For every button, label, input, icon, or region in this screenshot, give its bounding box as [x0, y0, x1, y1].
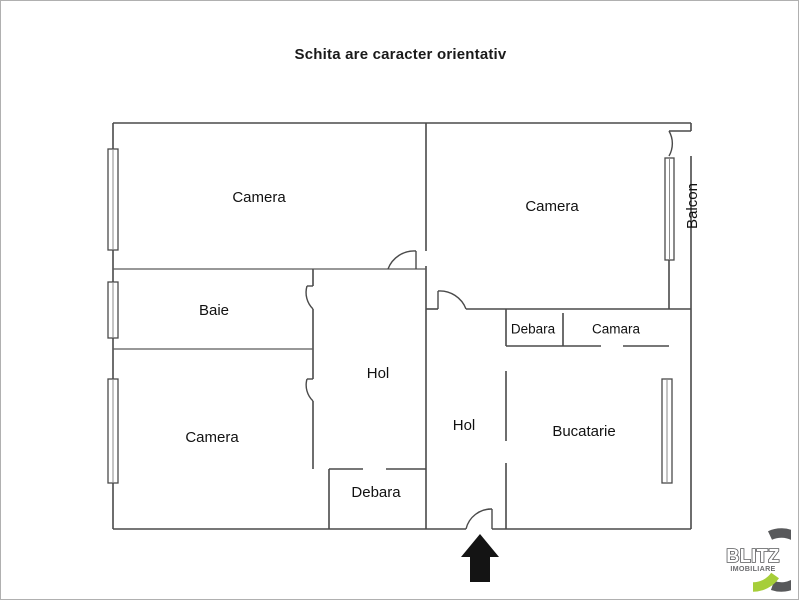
- room-label-baie: Baie: [199, 302, 229, 319]
- right-block-walls: [426, 308, 669, 529]
- window-camera-top-left: [107, 148, 119, 251]
- entrance-arrow: [461, 534, 499, 582]
- room-label-camera-bottom-left: Camera: [185, 429, 239, 446]
- balcon-window: [664, 157, 675, 261]
- left-block-walls: [113, 268, 426, 529]
- room-label-hol-lower: Hol: [453, 417, 476, 434]
- entrance-door: [465, 508, 493, 530]
- logo-subtitle-text: IMOBILIARE: [730, 564, 775, 573]
- room-label-debara-lower: Debara: [351, 484, 401, 501]
- room-label-camera-top-left: Camera: [232, 189, 286, 206]
- page-title: Schita are caracter orientativ: [294, 46, 507, 63]
- door-camera-bottom-left: [305, 378, 314, 402]
- window-bucatarie: [661, 378, 673, 484]
- room-label-camera-top-right: Camera: [525, 198, 579, 215]
- room-label-camara: Camara: [592, 322, 641, 337]
- door-baie: [305, 285, 314, 310]
- blitz-imobiliare-logo: BLITZ IMOBILIARE: [725, 528, 791, 592]
- room-label-bucatarie: Bucatarie: [552, 423, 615, 440]
- room-label-hol-upper: Hol: [367, 365, 390, 382]
- door-camera-top-right: [437, 290, 467, 310]
- room-label-debara-upper: Debara: [511, 322, 556, 337]
- logo-brand-text: BLITZ: [726, 546, 780, 566]
- window-camera-bottom-left: [107, 378, 119, 484]
- door-camera-top-left: [387, 250, 417, 270]
- window-baie: [107, 281, 119, 339]
- room-label-balcon: Balcon: [684, 183, 701, 229]
